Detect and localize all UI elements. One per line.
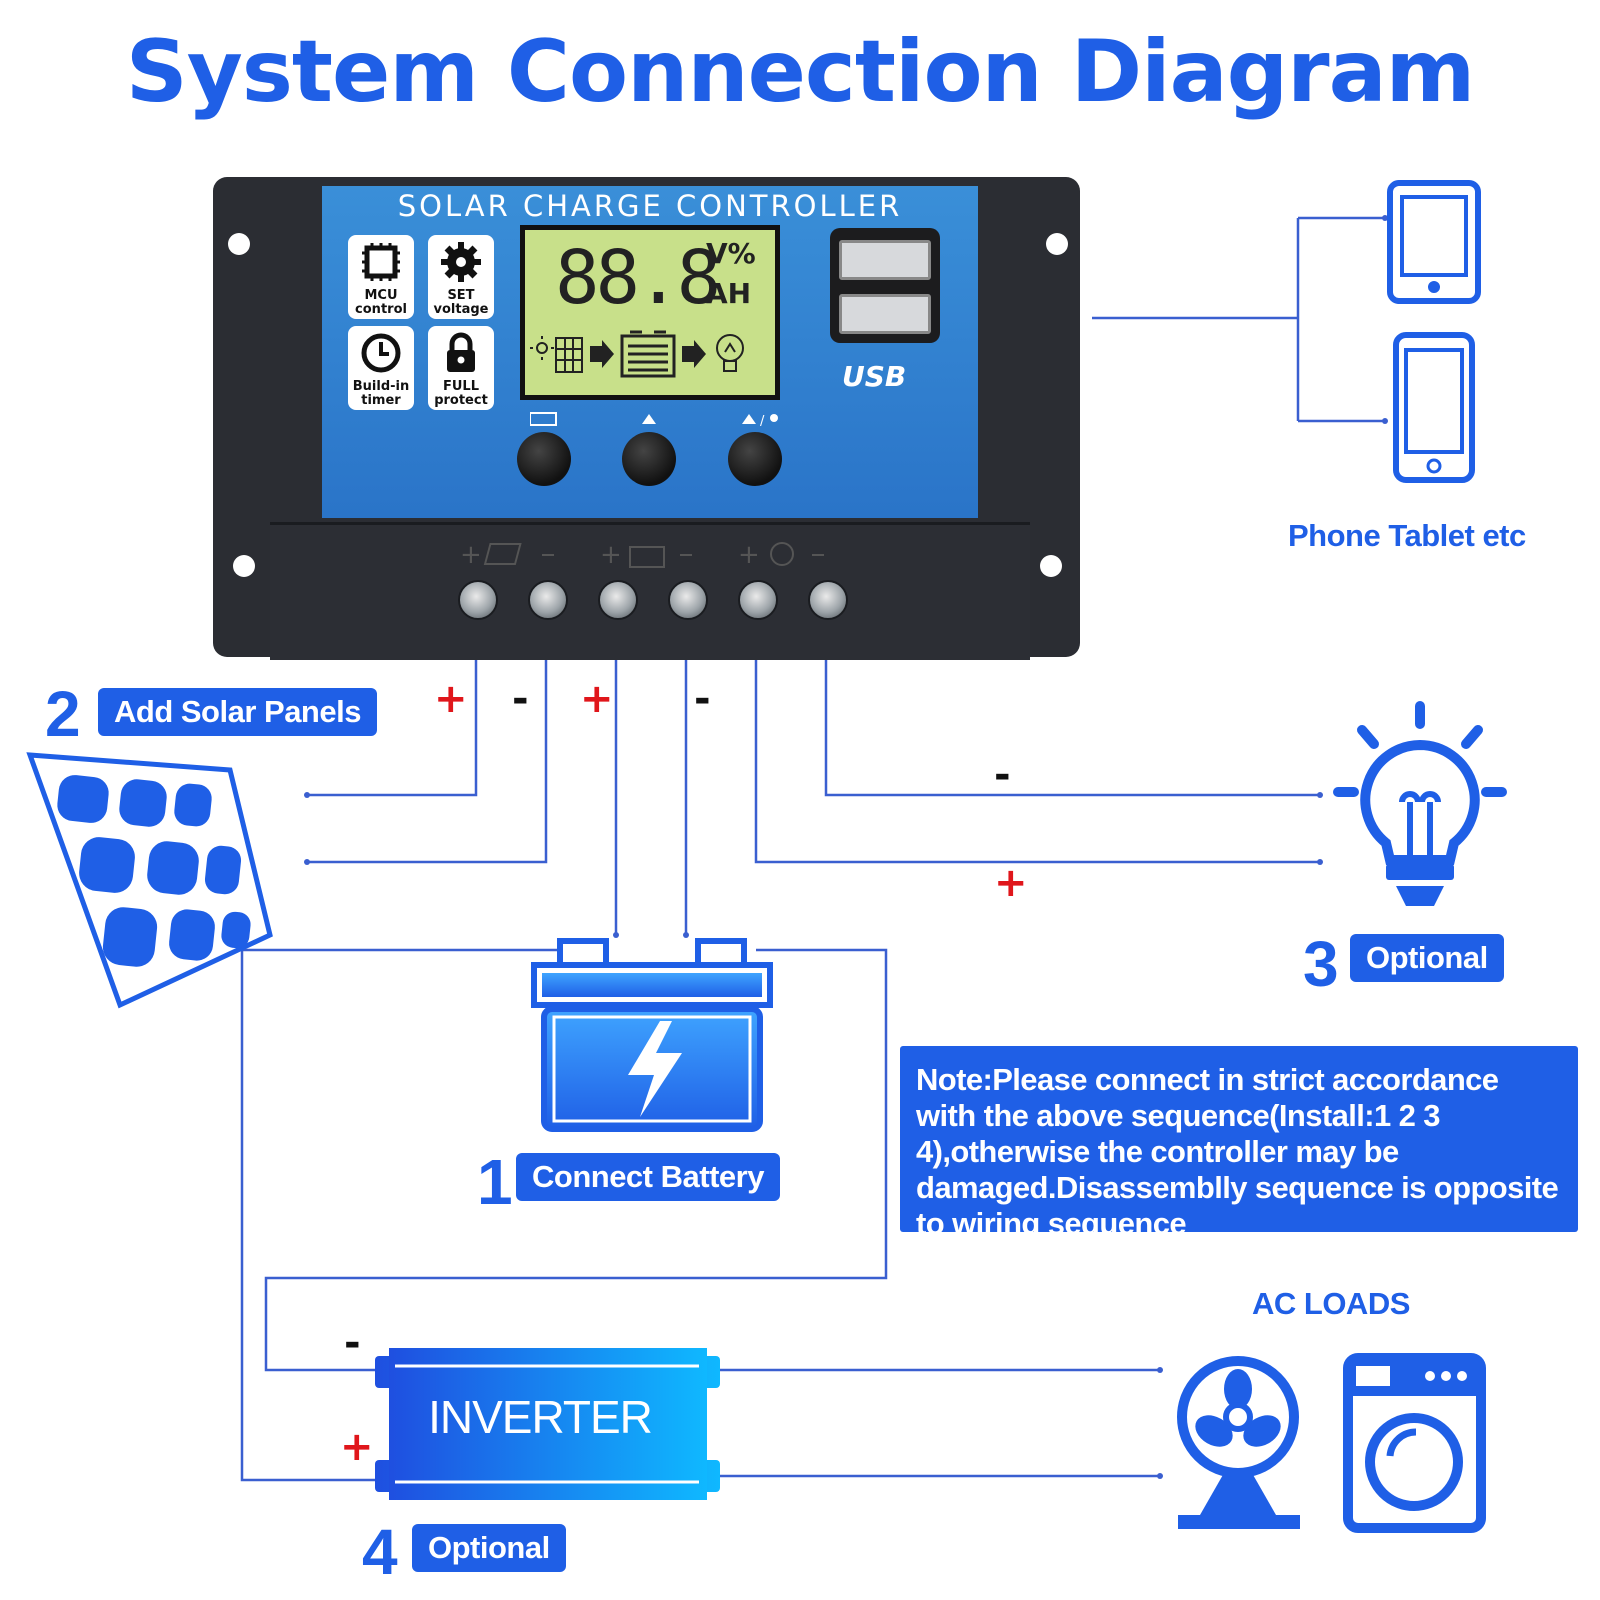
- arrow-icon: [590, 340, 614, 368]
- clock-icon: [361, 333, 401, 373]
- step-label-solar: Add Solar Panels: [98, 688, 377, 736]
- feature-line2: control: [355, 302, 407, 317]
- light-bulb-icon: [1333, 701, 1507, 906]
- terminal-markings: + + +: [460, 540, 824, 570]
- solar-plus-mark: +: [434, 676, 468, 722]
- mount-hole: [233, 555, 255, 577]
- battery-minus-mark: -: [694, 676, 711, 722]
- feature-line2: timer: [361, 393, 401, 408]
- feature-line2: protect: [434, 393, 488, 408]
- feature-mcu: MCU control: [348, 235, 414, 319]
- inverter-minus-mark: -: [344, 1320, 361, 1366]
- mount-hole: [1046, 233, 1068, 255]
- feature-line2: voltage: [433, 302, 489, 317]
- solar-panel-icon: [26, 752, 273, 1009]
- wiring-note: Note:Please connect in strict accordance…: [900, 1046, 1578, 1241]
- terminal-solar-plus: [458, 580, 498, 620]
- inverter-plus-mark: +: [340, 1424, 374, 1470]
- mount-hole: [228, 233, 250, 255]
- battery-plus-mark: +: [580, 676, 614, 722]
- button-labels: /: [530, 412, 778, 429]
- feature-line1: SET: [447, 288, 475, 303]
- fan-icon: [1177, 1356, 1300, 1529]
- solar-minus-mark: -: [512, 676, 529, 722]
- usb-devices: [1387, 180, 1481, 483]
- feature-set-voltage: SET voltage: [428, 235, 494, 319]
- ac-loads-label: AC LOADS: [1252, 1286, 1410, 1321]
- step-number-1: 1: [477, 1146, 513, 1218]
- battery-icon: [620, 330, 676, 378]
- feature-full-protect: FULL protect: [428, 326, 494, 410]
- feature-line1: MCU: [364, 288, 398, 303]
- devices-label: Phone Tablet etc: [1288, 518, 1526, 553]
- step-number-2: 2: [45, 678, 81, 750]
- tablet-icon: [1387, 180, 1481, 304]
- sun-icon: [530, 336, 554, 360]
- mount-hole: [1040, 555, 1062, 577]
- feature-timer: Build-in timer: [348, 326, 414, 410]
- inverter-label: INVERTER: [428, 1391, 653, 1443]
- battery-icon: [531, 938, 773, 1132]
- up-light-button[interactable]: [728, 432, 782, 486]
- lcd-unit-top: V%: [706, 237, 756, 270]
- svg-text:/: /: [760, 414, 765, 429]
- washing-machine-icon: [1343, 1353, 1486, 1533]
- load-minus-mark: -: [994, 752, 1011, 798]
- step-label-load: Optional: [1350, 934, 1504, 982]
- step-label-inverter: Optional: [412, 1524, 566, 1572]
- step-number-3: 3: [1303, 928, 1339, 1000]
- inverter-icon: [375, 1348, 720, 1500]
- feature-line1: Build-in: [352, 379, 410, 394]
- step-label-battery: Connect Battery: [516, 1153, 780, 1201]
- chip-icon: [362, 243, 400, 281]
- lcd-unit-bottom: AH: [706, 277, 752, 310]
- controller-terminal-block: [270, 522, 1030, 660]
- solar-panel-icon: [555, 337, 583, 373]
- terminal-battery-plus: [598, 580, 638, 620]
- wire-load-minus: [824, 615, 1320, 797]
- terminal-battery-minus: [668, 580, 708, 620]
- gear-icon: [441, 242, 481, 282]
- up-button[interactable]: [622, 432, 676, 486]
- controller-label: SOLAR CHARGE CONTROLLER: [397, 189, 903, 223]
- svg-text:+: +: [738, 540, 760, 570]
- usb-ports: [830, 228, 940, 343]
- wire-inverter-minus: [264, 948, 888, 1372]
- usb-port: [839, 294, 931, 334]
- wire-solar-minus: [307, 615, 548, 864]
- lcd-digits: 88.8: [555, 235, 721, 321]
- wire-solar-plus: [307, 615, 478, 797]
- bulb-icon: [716, 334, 744, 372]
- wire-inverter-plus: [240, 948, 592, 1482]
- svg-text:+: +: [600, 540, 622, 570]
- usb-label: USB: [842, 360, 907, 393]
- solar-cells: [57, 775, 251, 967]
- svg-text:+: +: [460, 540, 482, 570]
- menu-button[interactable]: [517, 432, 571, 486]
- usb-port: [839, 240, 931, 280]
- lcd-flow-icons: [530, 330, 744, 378]
- wire-load-plus: [754, 615, 1320, 864]
- terminal-load-plus: [738, 580, 778, 620]
- arrow-icon: [682, 340, 706, 368]
- load-plus-mark: +: [994, 860, 1028, 906]
- step-number-4: 4: [362, 1516, 398, 1588]
- terminal-load-minus: [808, 580, 848, 620]
- feature-line1: FULL: [442, 379, 479, 394]
- lock-icon: [447, 332, 475, 372]
- page-title: System Connection Diagram: [125, 22, 1475, 122]
- phone-icon: [1393, 332, 1475, 483]
- terminal-solar-minus: [528, 580, 568, 620]
